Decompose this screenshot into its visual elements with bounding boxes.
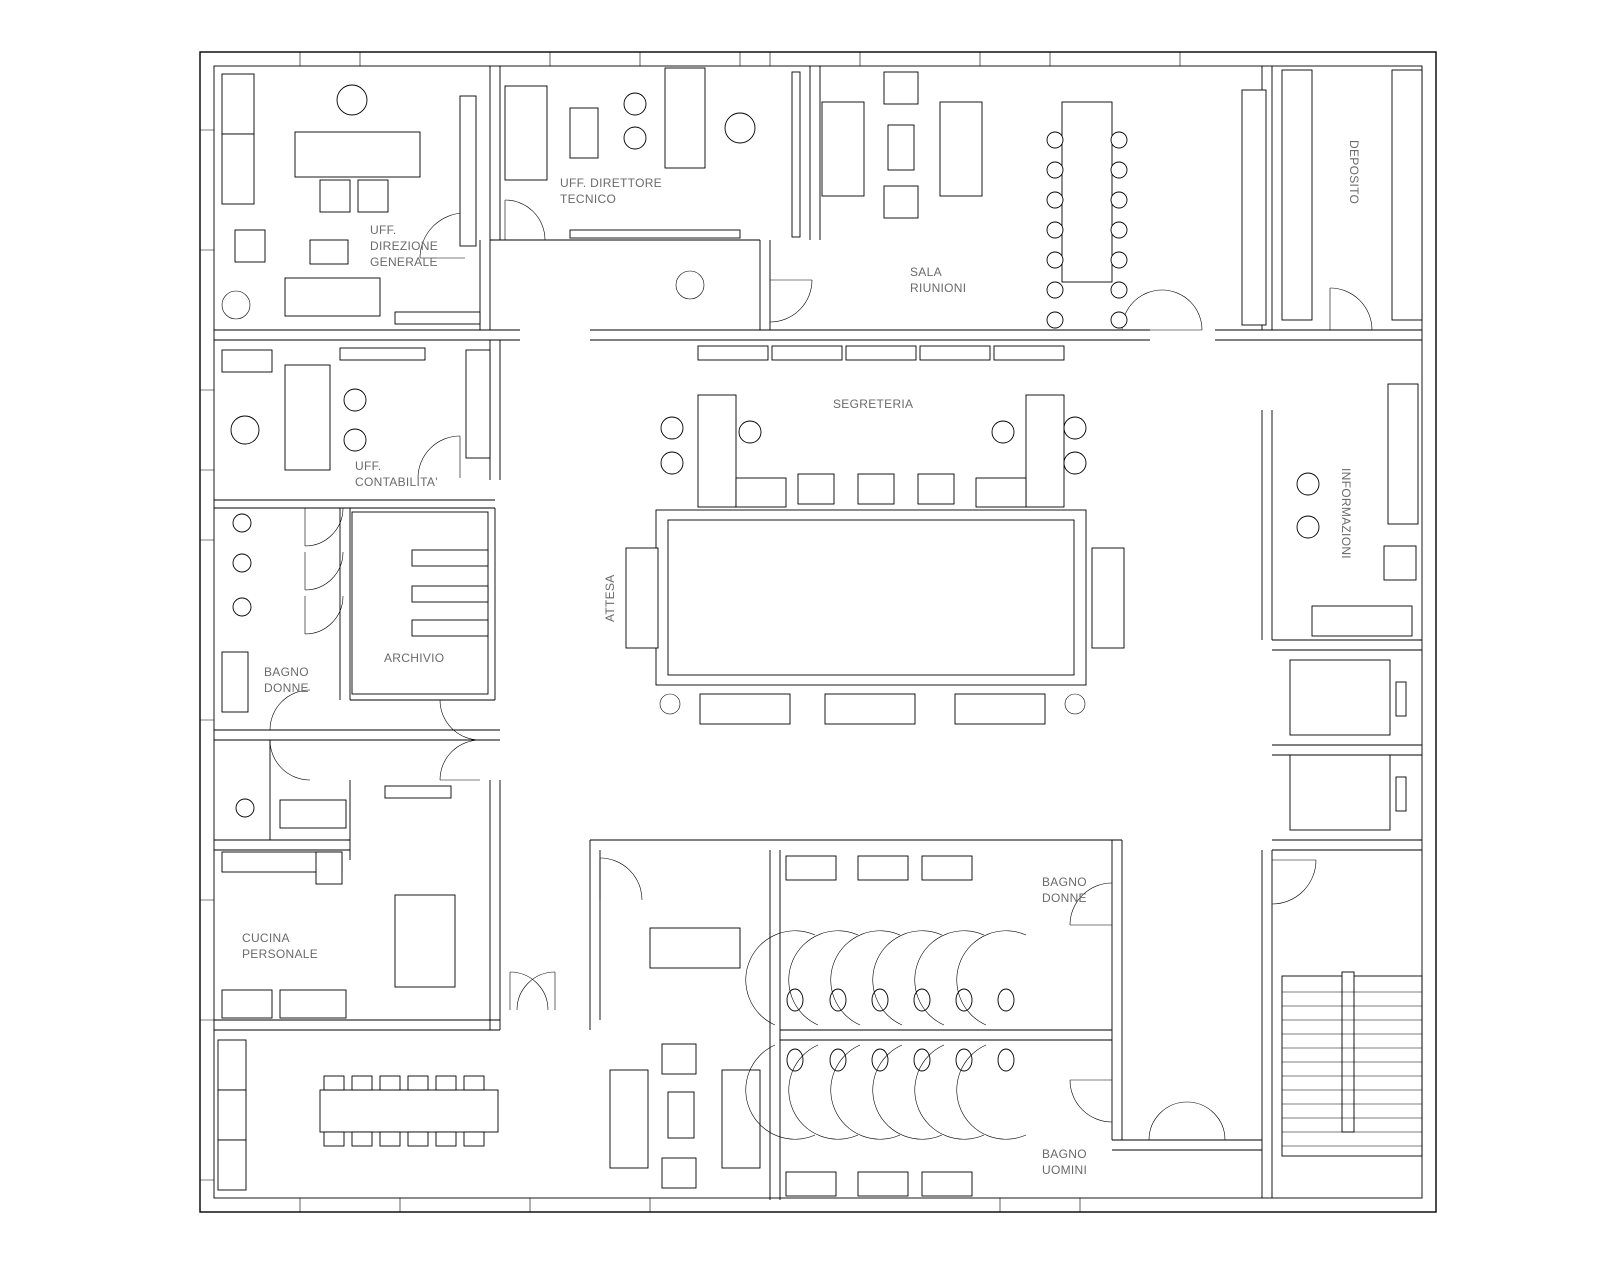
label-bagno-donne-w-line1: BAGNO [264,665,309,679]
door-archivio [439,699,481,741]
meeting-chair [1046,221,1064,239]
walls [199,51,1437,1213]
door-contabilita [417,435,461,479]
label-direzione-line2: DIREZIONE [370,239,438,253]
label-bagno-uomini-line1: BAGNO [1042,1147,1087,1161]
meeting-chair [1110,281,1128,299]
dining-chair [463,1131,485,1147]
meeting-chair [1046,281,1064,299]
label-cucina-line2: PERSONALE [242,947,318,961]
dining-chair [323,1075,345,1091]
meeting-chair [1110,311,1128,329]
door-riunioni-left [1121,289,1163,331]
dining-chair [351,1075,373,1091]
meeting-chair [1110,221,1128,239]
door-bagno-donne-e [1069,882,1113,926]
door-stairs [1271,859,1317,905]
toilet-stall-south [788,1044,859,1140]
label-direttore-line1: UFF. DIRETTORE [560,176,662,190]
dining-chair [379,1075,401,1091]
door-direzione [419,212,466,259]
label-bagno-donne-e-line2: DONNE [1042,891,1087,905]
label-cucina-line1: CUCINA [242,931,290,945]
room-labels: UFF. DIREZIONE GENERALE UFF. DIRETTORE T… [242,140,1361,1177]
door-cucina-n [439,739,481,781]
door-entrance-right [1186,1101,1226,1141]
meeting-chair [1110,191,1128,209]
door-bagno-uomini [1069,1079,1113,1123]
toilet-stall-north [914,930,985,1026]
toilet-stall-north [788,930,859,1026]
dining-chair [407,1075,429,1091]
door-direttore [504,199,546,241]
meeting-chair [1046,251,1064,269]
toilet-stall-south [830,1044,901,1140]
label-bagno-uomini-line2: UOMINI [1042,1163,1087,1177]
toilet-stall-south [914,1044,985,1140]
toilet-stall-north [872,930,943,1026]
label-attesa: ATTESA [603,574,617,622]
door-wc-3 [304,595,344,635]
label-riunioni-line1: SALA [910,265,942,279]
furniture [217,67,1423,1197]
toilet-stall-north [830,930,901,1026]
meeting-chair [1110,131,1128,149]
meeting-chair [1046,311,1064,329]
label-bagno-donne-e-line1: BAGNO [1042,875,1087,889]
dining-chair [435,1131,457,1147]
dining-chair [351,1131,373,1147]
dining-chair [379,1131,401,1147]
label-segreteria: SEGRETERIA [833,397,913,411]
door-wc-1 [304,507,344,547]
door-deposito [1329,287,1373,331]
label-direttore-line2: TECNICO [560,192,616,206]
meeting-chair [1110,251,1128,269]
door-riunioni [769,279,813,323]
label-deposito: DEPOSITO [1347,140,1361,204]
meeting-chair [1046,161,1064,179]
door-bagno-w [269,689,311,731]
dining-chair [323,1131,345,1147]
meeting-chair [1110,161,1128,179]
label-riunioni-line2: RIUNIONI [910,281,966,295]
dining-chair [435,1075,457,1091]
door-meeting [599,857,643,901]
door-bagno-w-inner [269,739,311,781]
toilet-stall-south [956,1044,1027,1140]
label-direzione-line3: GENERALE [370,255,438,269]
meeting-chair [1046,131,1064,149]
dining-chair [463,1075,485,1091]
door-corridor [516,971,556,1011]
label-direzione-line1: UFF. [370,223,397,237]
door-entrance-left [1148,1101,1188,1141]
meeting-chair [1046,191,1064,209]
door-riunioni-right [1161,289,1203,331]
label-archivio: ARCHIVIO [384,651,444,665]
door-wc-2 [304,551,344,591]
label-informazioni: INFORMAZIONI [1339,468,1353,559]
dining-chair [407,1131,429,1147]
label-contabilita-line1: UFF. [355,459,382,473]
toilet-stall-south [872,1044,943,1140]
toilet-stall-south [745,1044,816,1140]
label-contabilita-line2: CONTABILITA' [355,475,438,489]
toilet-stall-north [956,930,1027,1026]
door-cucina-s [509,971,549,1011]
label-bagno-donne-w-line2: DONNE [264,681,309,695]
